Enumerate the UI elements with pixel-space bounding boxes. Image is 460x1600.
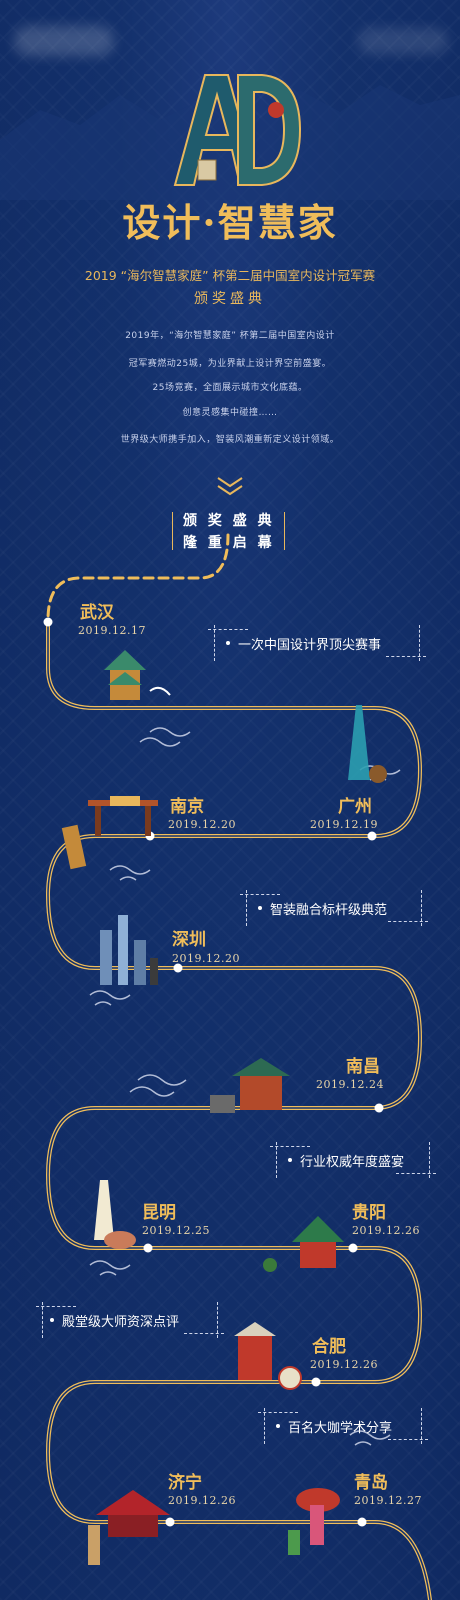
- stop-dot-guangzhou: [367, 831, 377, 841]
- landmark-kunming-pagoda: [94, 1180, 136, 1249]
- stop-dot-nanchang: [374, 1103, 384, 1113]
- stop-dot-shenzhen: [173, 963, 183, 973]
- landmark-shenzhen-skyline: [100, 915, 158, 985]
- subtitle-event: 2019 “海尔智慧家庭” 杯第二届中国室内设计冠军赛: [84, 268, 376, 283]
- date-label-hefei: 2019.12.26: [310, 1358, 378, 1371]
- subtitle-ceremony: 颁奖盛典: [194, 291, 266, 307]
- landmark-qingdao-building: [288, 1488, 340, 1555]
- landmark-jining-temple: [88, 1490, 170, 1565]
- bullet-dot: [276, 1424, 280, 1428]
- intro-line-1: 2019年，“海尔智慧家庭” 杯第二届中国室内设计: [125, 331, 335, 341]
- feature-tag-text: 智装融合标杆级典范: [270, 902, 388, 918]
- intro-line-5: 世界级大师携手加入，智装风潮重新定义设计领域。: [120, 435, 340, 445]
- page-title: 设计·智慧家: [122, 200, 338, 245]
- route-dashed-start: [46, 533, 230, 622]
- ad-logo-art: [173, 74, 302, 186]
- intro-line-4: 创意灵感集中碰撞……: [182, 408, 278, 418]
- date-label-guiyang: 2019.12.26: [352, 1224, 420, 1237]
- date-label-nanchang: 2019.12.24: [316, 1078, 384, 1091]
- feature-tag-text: 行业权威年度盛宴: [300, 1154, 405, 1170]
- city-label-guiyang: 贵阳: [352, 1203, 386, 1223]
- stop-dot-jining: [165, 1517, 175, 1527]
- feature-tag-1: 一次中国设计界顶尖赛事: [208, 625, 426, 661]
- ceremony-line-2: 隆 重 启 幕: [183, 535, 275, 551]
- feature-tag-4: 殿堂级大师资深点评: [36, 1302, 224, 1338]
- city-label-hefei: 合肥: [312, 1337, 346, 1357]
- ceremony-line-1: 颁 奖 盛 典: [183, 513, 275, 529]
- city-label-jining: 济宁: [168, 1473, 202, 1493]
- feature-tag-5: 百名大咖学术分享: [258, 1408, 428, 1444]
- feature-tag-2: 智装融合标杆级典范: [240, 890, 428, 926]
- logo-d-shape: [237, 74, 302, 186]
- bullet-dot: [288, 1158, 292, 1162]
- date-label-jining: 2019.12.26: [168, 1494, 236, 1507]
- city-label-guangzhou: 广州: [338, 797, 372, 817]
- city-label-nanchang: 南昌: [346, 1057, 380, 1077]
- landmark-nanjing-gate: [61, 796, 158, 870]
- city-label-qingdao: 青岛: [354, 1473, 388, 1493]
- landmark-nanchang-pavilion: [210, 1058, 290, 1113]
- stop-dot-kunming: [143, 1243, 153, 1253]
- feature-tag-text: 一次中国设计界顶尖赛事: [238, 637, 382, 653]
- feature-tag-text: 百名大咖学术分享: [288, 1420, 393, 1436]
- city-label-nanjing: 南京: [170, 797, 204, 817]
- ceremony-bar-right: [284, 512, 285, 550]
- date-label-guangzhou: 2019.12.19: [310, 818, 378, 831]
- city-label-shenzhen: 深圳: [172, 930, 206, 950]
- blurred-logo-left: [14, 26, 114, 56]
- intro-line-2: 冠军赛燃动25城，为业界献上设计界空前盛宴。: [128, 359, 332, 369]
- date-label-kunming: 2019.12.25: [142, 1224, 210, 1237]
- landmark-guangzhou-canton-tower: [348, 705, 387, 783]
- bullet-dot: [226, 641, 230, 645]
- ceremony-bar-left: [172, 512, 173, 550]
- stop-dot-qingdao: [357, 1517, 367, 1527]
- stop-dot-hefei: [311, 1377, 321, 1387]
- date-label-shenzhen: 2019.12.20: [172, 952, 240, 965]
- landmark-guiyang-pavilion: [263, 1216, 344, 1272]
- landmark-hefei-tower: [234, 1322, 302, 1390]
- blurred-logo-right: [358, 28, 448, 54]
- city-label-kunming: 昆明: [142, 1203, 176, 1223]
- chevron-down-icon: [217, 477, 243, 496]
- date-label-wuhan: 2019.12.17: [78, 624, 146, 637]
- bullet-dot: [50, 1318, 54, 1322]
- feature-tag-3: 行业权威年度盛宴: [270, 1142, 436, 1178]
- date-label-qingdao: 2019.12.27: [354, 1494, 422, 1507]
- bullet-dot: [258, 906, 262, 910]
- stop-dot-wuhan: [43, 617, 53, 627]
- intro-line-3: 25场竞赛，全面展示城市文化底蕴。: [152, 383, 308, 393]
- landmark-wuhan-yellow-crane-tower: [104, 650, 171, 700]
- feature-tag-text: 殿堂级大师资深点评: [62, 1314, 180, 1330]
- ceremony-heading: 颁 奖 盛 典 隆 重 启 幕: [183, 510, 275, 554]
- date-label-nanjing: 2019.12.20: [168, 818, 236, 831]
- stop-dot-guiyang: [348, 1243, 358, 1253]
- city-label-wuhan: 武汉: [80, 603, 114, 623]
